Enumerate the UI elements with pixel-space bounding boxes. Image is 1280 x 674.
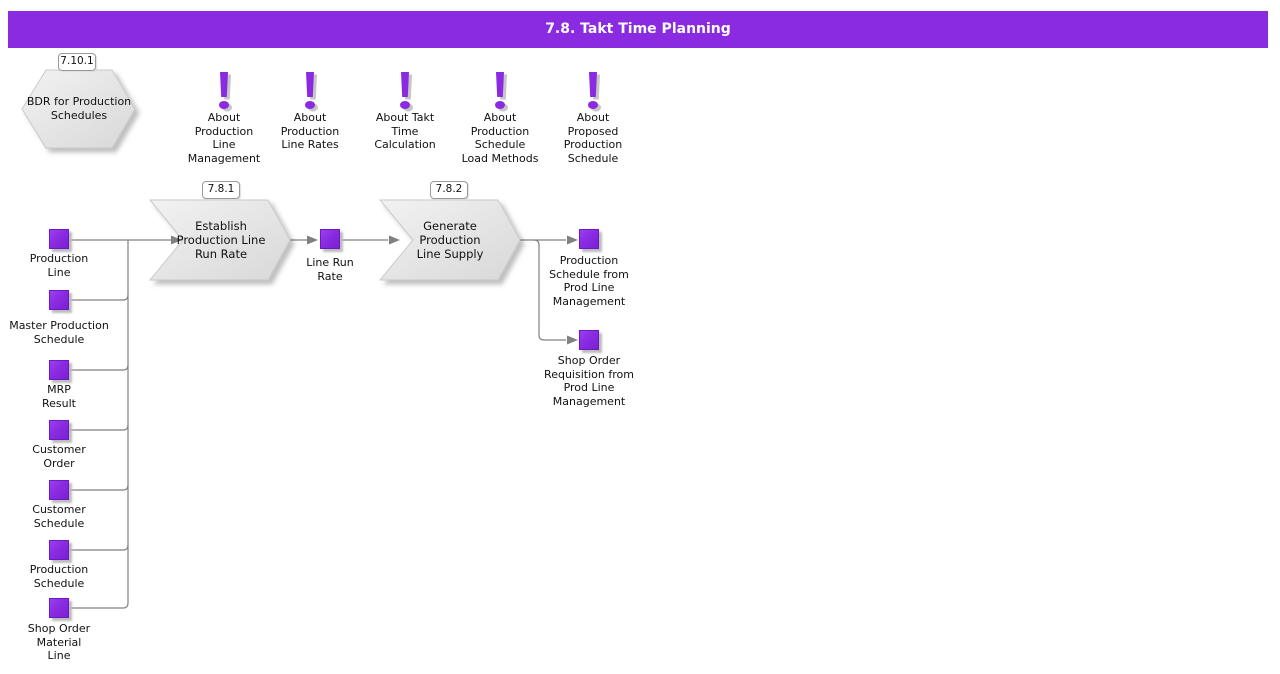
exclamation-icon — [400, 72, 410, 109]
bdr-hexagon-label: BDR for Production Schedules — [26, 95, 132, 122]
info-icon-proposed-production-schedule[interactable] — [588, 72, 601, 112]
arrowheads — [171, 235, 578, 345]
exclamation-icon — [305, 72, 315, 109]
input-node-production-schedule[interactable] — [49, 540, 69, 560]
input-label-master-production-schedule: Master Production Schedule — [9, 319, 109, 346]
input-label-shop-order-material-line: Shop Order Material Line — [27, 622, 91, 662]
output-label-production-schedule: Production Schedule from Prod Line Manag… — [549, 254, 629, 308]
connector-branch-customer-schedule — [69, 484, 129, 491]
ref-badge-7-10-1[interactable]: 7.10.1 — [58, 53, 96, 71]
arrowhead-into-chevron1 — [171, 235, 182, 245]
output-node-shop-order-requisition[interactable] — [579, 330, 599, 350]
input-node-shop-order-material-line[interactable] — [49, 598, 69, 618]
input-label-customer-order: Customer Order — [32, 443, 86, 470]
arrowhead-into-out2 — [567, 335, 578, 345]
input-label-production-schedule: Production Schedule — [29, 563, 89, 590]
info-label-takt-time-calculation: About Takt Time Calculation — [374, 111, 436, 151]
info-icon-production-line-management[interactable] — [219, 72, 232, 112]
exclamation-icon — [588, 72, 598, 109]
input-node-mrp-result[interactable] — [49, 360, 69, 380]
connector-branch-out2 — [533, 239, 566, 341]
input-label-mrp-result: MRP Result — [42, 383, 76, 410]
node-line-run-rate[interactable] — [320, 229, 340, 249]
output-label-shop-order-requisition: Shop Order Requisition from Prod Line Ma… — [544, 354, 634, 408]
arrowhead-into-chevron2 — [389, 235, 400, 245]
connector-branch-shop-order — [69, 602, 129, 609]
process-generate-line-supply-shape[interactable] — [378, 199, 521, 281]
info-icon-production-line-rates[interactable] — [305, 72, 318, 112]
input-node-customer-order[interactable] — [49, 420, 69, 440]
input-node-production-line[interactable] — [49, 229, 69, 249]
process-establish-run-rate-label: Establish Production Line Run Rate — [176, 219, 266, 261]
input-label-production-line: Production Line — [29, 252, 89, 279]
page-title: 7.8. Takt Time Planning — [8, 11, 1268, 48]
arrowhead-into-linerun — [307, 235, 318, 245]
exclamation-icon — [495, 72, 505, 109]
input-label-customer-schedule: Customer Schedule — [32, 503, 86, 530]
info-label-production-line-rates: About Production Line Rates — [280, 111, 340, 151]
info-label-proposed-production-schedule: About Proposed Production Schedule — [563, 111, 623, 165]
process-generate-line-supply-label: Generate Production Line Supply — [416, 219, 484, 261]
connector-branch-mrp — [69, 364, 129, 371]
process-establish-run-rate-shape[interactable] — [148, 199, 291, 281]
input-node-customer-schedule[interactable] — [49, 480, 69, 500]
info-icon-takt-time-calculation[interactable] — [400, 72, 413, 112]
exclamation-icon — [219, 72, 229, 109]
ref-badge-7-8-2[interactable]: 7.8.2 — [430, 181, 468, 199]
bdr-hexagon-shape[interactable] — [21, 69, 136, 149]
info-icon-schedule-load-methods[interactable] — [495, 72, 508, 112]
label-line-run-rate: Line Run Rate — [306, 256, 354, 283]
connector-branch-production-schedule — [69, 544, 129, 551]
info-label-schedule-load-methods: About Production Schedule Load Methods — [461, 111, 539, 165]
connector-branch-mps — [69, 294, 129, 301]
info-label-production-line-management: About Production Line Management — [187, 111, 261, 165]
connector-branch-customer-order — [69, 424, 129, 431]
arrowhead-into-out1 — [567, 235, 578, 245]
connector-lines — [69, 239, 566, 609]
input-node-master-production-schedule[interactable] — [49, 290, 69, 310]
ref-badge-7-8-1[interactable]: 7.8.1 — [202, 181, 240, 199]
output-node-production-schedule[interactable] — [579, 229, 599, 249]
